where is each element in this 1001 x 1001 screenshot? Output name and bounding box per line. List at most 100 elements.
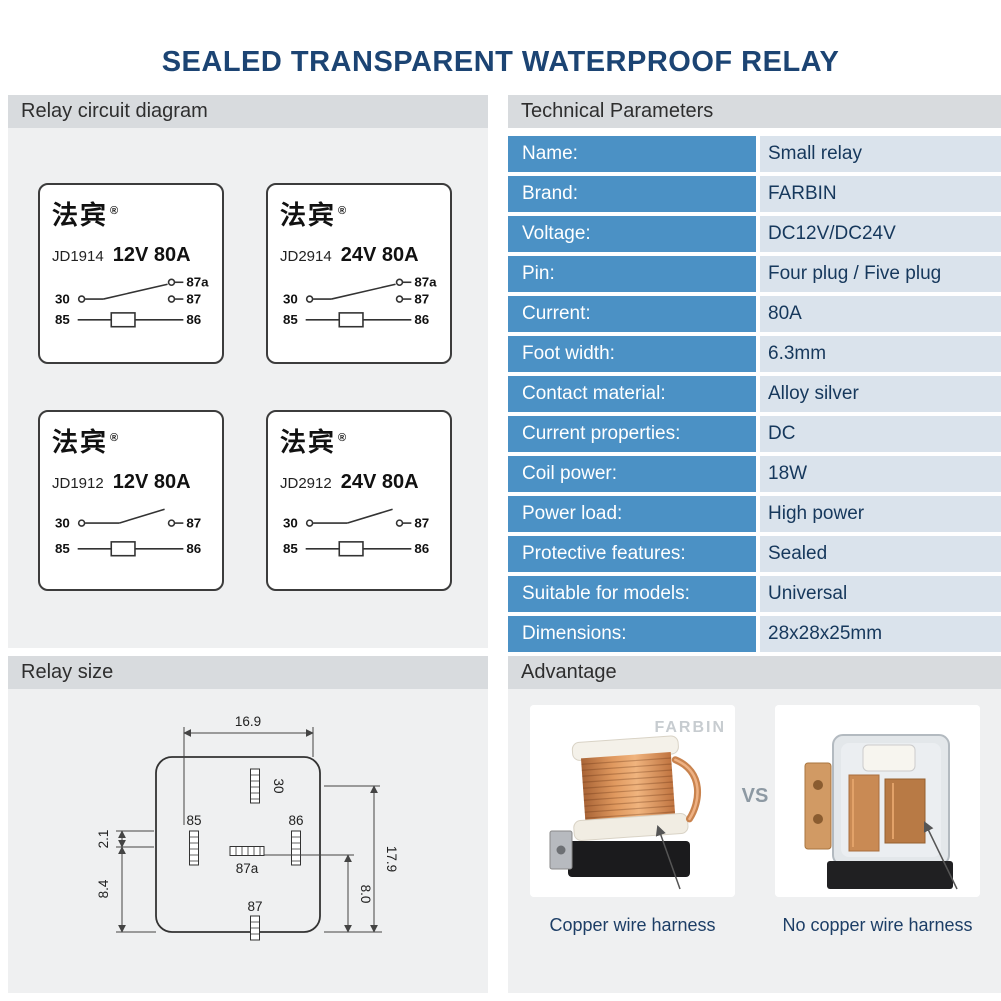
pin-87-terminal <box>250 915 260 941</box>
copper-harness-photo: FARBIN <box>530 705 735 897</box>
dimension-drawing: 16.9 17.9 8.0 2.1 8.4 30 85 86 87a 87 <box>96 714 399 941</box>
relay-card-jd2912: 法宾® JD2912 24V 80A 30 87 85 86 <box>266 410 452 591</box>
table-row: Foot width:6.3mm <box>508 336 1001 372</box>
pin-label-85: 85 <box>283 312 298 327</box>
pin-85-terminal <box>189 830 199 866</box>
param-value: 80A <box>760 296 1001 332</box>
relay-body-outline <box>155 756 321 933</box>
pin-label-85: 85 <box>55 312 70 327</box>
param-label: Coil power: <box>508 456 756 492</box>
page-title: SEALED TRANSPARENT WATERPROOF RELAY <box>161 46 840 78</box>
section-title: Advantage <box>521 661 617 683</box>
registered-mark: ® <box>110 205 119 218</box>
section-title: Relay circuit diagram <box>21 100 208 122</box>
table-row: Voltage:DC12V/DC24V <box>508 216 1001 252</box>
caption-arrow <box>923 821 958 890</box>
section-header-advantage: Advantage <box>508 656 1001 689</box>
brand-text: 法宾 <box>52 200 109 230</box>
param-value: High power <box>760 496 1001 532</box>
dim-depth: 8.0 <box>358 885 373 904</box>
copper-harness-illustration: FARBIN <box>530 705 735 897</box>
pin-label-86: 86 <box>414 312 429 327</box>
model-line: JD1914 12V 80A <box>52 244 210 267</box>
four-pin-circuit-diagram: 30 87 85 86 <box>55 508 201 557</box>
brand-name: 法宾® <box>280 422 438 459</box>
model-number: JD2914 <box>280 248 332 265</box>
table-row: Current:80A <box>508 296 1001 332</box>
parameters-table: Name:Small relay Brand:FARBIN Voltage:DC… <box>508 136 1001 656</box>
model-number: JD2912 <box>280 475 332 492</box>
size-panel: 16.9 17.9 8.0 2.1 8.4 30 85 86 87a 87 <box>8 689 488 993</box>
brand-name: 法宾® <box>52 422 210 459</box>
section-header-relay-size: Relay size <box>8 656 488 689</box>
caption-arrow <box>655 825 681 890</box>
dim-width: 16.9 <box>235 714 261 729</box>
pin-label-86: 86 <box>186 312 201 327</box>
param-value: Alloy silver <box>760 376 1001 412</box>
relay-card-jd1914: 法宾® JD1914 12V 80A 87a 30 87 85 86 <box>38 183 224 364</box>
param-label: Foot width: <box>508 336 756 372</box>
copper-plate <box>884 778 926 844</box>
table-row: Protective features:Sealed <box>508 536 1001 572</box>
model-number: JD1912 <box>52 475 104 492</box>
no-copper-harness-illustration <box>775 705 980 897</box>
param-value: 28x28x25mm <box>760 616 1001 652</box>
param-label: Current properties: <box>508 416 756 452</box>
pin-label-87: 87 <box>186 516 201 531</box>
param-value: Sealed <box>760 536 1001 572</box>
param-label: Brand: <box>508 176 756 212</box>
registered-mark: ® <box>338 205 347 218</box>
brand-name: 法宾® <box>280 195 438 232</box>
param-value: 18W <box>760 456 1001 492</box>
table-row: Suitable for models:Universal <box>508 576 1001 612</box>
pin-label-30: 30 <box>283 516 298 531</box>
advantage-panel: FARBIN VS <box>508 689 1001 993</box>
pin-86-terminal <box>291 830 301 866</box>
relay-base <box>568 841 690 877</box>
model-line: JD1912 12V 80A <box>52 471 210 494</box>
brand-name: 法宾® <box>52 195 210 232</box>
voltage-rating: 24V 80A <box>340 244 419 266</box>
pin-87a-terminal <box>229 846 265 856</box>
param-value: DC12V/DC24V <box>760 216 1001 252</box>
no-copper-harness-photo <box>775 705 980 897</box>
four-pin-circuit-diagram: 30 87 85 86 <box>283 508 429 557</box>
section-header-technical-parameters: Technical Parameters <box>508 95 1001 128</box>
relay-base <box>827 861 953 889</box>
dim-offset-small: 2.1 <box>96 830 111 849</box>
dim-offset-large: 8.4 <box>96 879 111 898</box>
pin-label-87: 87 <box>414 292 429 307</box>
param-value: DC <box>760 416 1001 452</box>
size-pin-85-label: 85 <box>186 813 201 828</box>
section-title: Technical Parameters <box>521 100 714 122</box>
section-title: Relay size <box>21 661 114 683</box>
relay-card-jd2914: 法宾® JD2914 24V 80A 87a 30 87 85 86 <box>266 183 452 364</box>
table-row: Coil power:18W <box>508 456 1001 492</box>
table-row: Pin:Four plug / Five plug <box>508 256 1001 292</box>
param-label: Protective features: <box>508 536 756 572</box>
pin-label-87: 87 <box>414 516 429 531</box>
no-copper-harness-caption: No copper wire harness <box>782 915 973 935</box>
param-label: Current: <box>508 296 756 332</box>
table-row: Contact material:Alloy silver <box>508 376 1001 412</box>
table-row: Power load:High power <box>508 496 1001 532</box>
size-pin-87a-label: 87a <box>236 861 259 876</box>
brand-text: 法宾 <box>52 427 109 457</box>
copper-harness-caption: Copper wire harness <box>549 915 716 935</box>
param-value: 6.3mm <box>760 336 1001 372</box>
pin-label-86: 86 <box>186 541 201 556</box>
param-label: Power load: <box>508 496 756 532</box>
five-pin-circuit-diagram: 87a 30 87 85 86 <box>283 275 437 328</box>
size-pin-87-label: 87 <box>247 899 262 914</box>
voltage-rating: 12V 80A <box>112 471 191 493</box>
pin-30-terminal <box>250 768 260 804</box>
watermark-text: FARBIN <box>654 719 726 736</box>
voltage-rating: 24V 80A <box>340 471 419 493</box>
registered-mark: ® <box>110 432 119 445</box>
table-row: Current properties:DC <box>508 416 1001 452</box>
table-row: Brand:FARBIN <box>508 176 1001 212</box>
table-row: Dimensions:28x28x25mm <box>508 616 1001 652</box>
pin-label-30: 30 <box>55 516 70 531</box>
size-pin-86-label: 86 <box>288 813 303 828</box>
circuit-panel: 法宾® JD1914 12V 80A 87a 30 87 85 86 <box>8 128 488 648</box>
